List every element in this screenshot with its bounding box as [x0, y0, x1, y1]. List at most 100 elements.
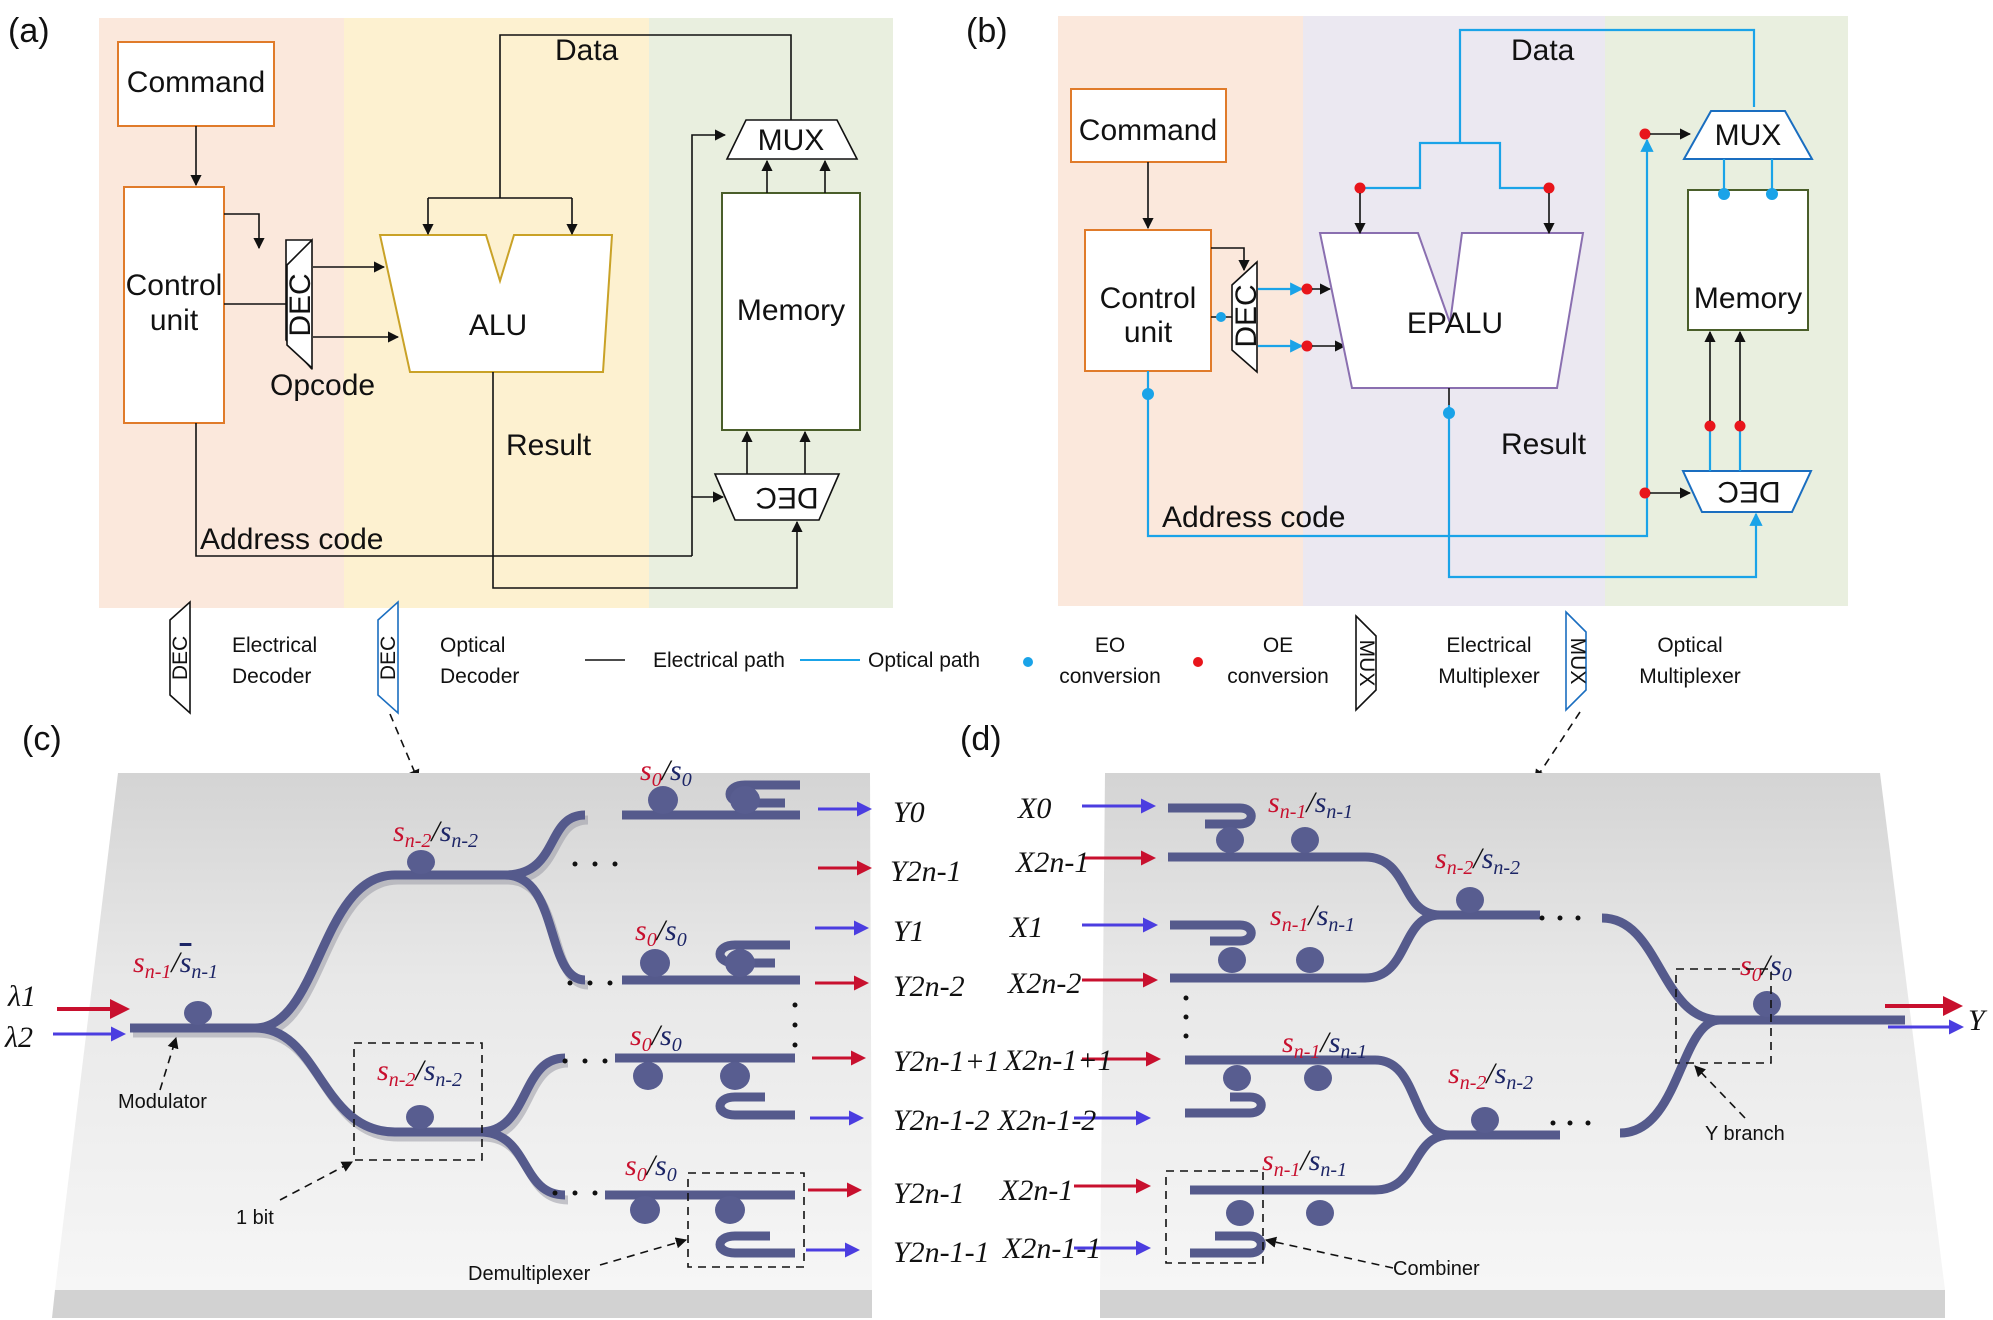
mem-decoder-shape	[713, 473, 841, 521]
memory-box	[1687, 189, 1809, 331]
oe-dot	[1639, 128, 1651, 140]
panel-a-label: (a)	[8, 12, 50, 50]
ring	[1456, 887, 1484, 913]
ellipsis-dots	[1183, 915, 1591, 1126]
legend-label: OE	[1263, 634, 1293, 657]
command-box	[1070, 88, 1227, 163]
eo-dot	[1718, 188, 1730, 200]
chip-slab-edge	[1100, 1290, 1945, 1318]
optical-decoder-icon	[377, 600, 399, 715]
opcode-decoder-label: DEC	[284, 273, 317, 336]
legend-label: Optical path	[868, 649, 980, 672]
legend-label: EO	[1095, 634, 1125, 657]
demultiplexer-label: Demultiplexer	[468, 1263, 591, 1285]
oe-dot	[1354, 182, 1366, 194]
address-code-label: Address code	[200, 523, 383, 556]
legend-label: Decoder	[232, 665, 311, 688]
ring-label: s0/s0	[1740, 949, 1792, 986]
opcode-decoder-label: DEC	[1230, 284, 1263, 347]
chip-slab	[1100, 773, 1945, 1290]
panel-c-label: (c)	[22, 720, 62, 758]
memory-label: Memory	[1694, 282, 1802, 315]
control-unit-label-2: unit	[150, 304, 199, 337]
output-label: Y1	[893, 915, 925, 948]
data-label: Data	[555, 34, 619, 67]
ring	[407, 850, 435, 874]
ring	[715, 1196, 745, 1224]
legend-label: Multiplexer	[1438, 665, 1540, 688]
ring	[1223, 1065, 1251, 1091]
ring-label: s0/s0	[625, 1149, 677, 1186]
legend-electrical-mux: MUX Electrical Multiplexer	[1355, 614, 1540, 712]
mux-shape	[725, 119, 859, 160]
ring	[1306, 1200, 1334, 1226]
eo-dot	[1216, 312, 1226, 322]
legend-glyph: MUX	[1355, 640, 1378, 687]
ellipsis-dots	[552, 861, 798, 1196]
ring	[1218, 947, 1246, 973]
ring-labels: sn-1/sn-1 sn-1/sn-1 sn-1/sn-1 sn-1/sn-1 …	[1262, 786, 1792, 1181]
ring-label: sn-2/sn-2	[1448, 1057, 1533, 1094]
ring	[630, 1196, 660, 1224]
input-label: X0	[1017, 792, 1051, 825]
panel-d: (d) sn-1/sn-1 sn-1/sn-1	[960, 720, 1988, 1318]
ring	[1304, 1065, 1332, 1091]
ring	[640, 949, 670, 977]
ring	[406, 1105, 434, 1129]
ring-label: sn-1/sn-1	[133, 946, 218, 983]
eo-dot	[1142, 388, 1154, 400]
input-label: X2n-2	[1007, 967, 1081, 1000]
legend: DEC Electrical Decoder DEC Optical Decod…	[169, 600, 1741, 782]
mux-label: MUX	[758, 124, 825, 157]
legend-glyph: DEC	[377, 636, 400, 680]
ring	[1216, 827, 1244, 853]
ring	[1291, 827, 1319, 853]
ring-label: sn-1/sn-1	[1262, 1144, 1347, 1181]
ring	[1226, 1200, 1254, 1226]
control-unit-label-1: Control	[126, 269, 223, 302]
modulator-label: Modulator	[118, 1091, 207, 1113]
output-label: Y2n-1-1	[893, 1236, 990, 1269]
ring-label: sn-2/sn-2	[393, 815, 478, 852]
ring-label: s0/s0	[635, 914, 687, 951]
ring	[648, 786, 678, 814]
command-label: Command	[1079, 114, 1217, 147]
electrical-decoder-icon	[169, 600, 191, 715]
legend-label: Electrical	[1446, 634, 1531, 657]
memory-box	[721, 192, 861, 431]
result-label: Result	[1501, 428, 1587, 461]
optical-mux-shape	[1682, 110, 1814, 160]
control-unit-label-2: unit	[1124, 316, 1173, 349]
chip-slab	[55, 773, 872, 1290]
oe-dot	[1704, 420, 1716, 432]
legend-oe: OE conversion	[1193, 634, 1329, 688]
input-label: X2n-1+1	[1003, 1044, 1113, 1077]
legend-optical-decoder: DEC Optical Decoder	[377, 600, 519, 715]
command-label: Command	[127, 66, 265, 99]
oe-dot	[1543, 182, 1555, 194]
output-label-y: Y	[1968, 1004, 1988, 1037]
panel-d-label: (d)	[960, 720, 1002, 758]
legend-glyph: DEC	[169, 636, 192, 680]
result-label: Result	[506, 429, 592, 462]
rings	[1216, 827, 1781, 1226]
outputs: Y0 Y2n-1 Y1 Y2n-2 Y2n-1+1 Y2n-1-2 Y2n-1 …	[806, 796, 1000, 1269]
control-unit-label-1: Control	[1100, 282, 1197, 315]
ring	[720, 1062, 750, 1090]
ring	[1471, 1107, 1499, 1133]
panel-b: (b) Command Control unit DEC EPALU Data …	[966, 12, 1848, 606]
output-label: Y0	[893, 796, 925, 829]
output-label: Y2n-1	[890, 855, 962, 888]
eo-dot-icon	[1023, 657, 1033, 667]
mem-decoder-label: DEC	[1717, 475, 1780, 508]
input-lambda1: λ1	[7, 980, 36, 1013]
rings	[184, 786, 760, 1224]
ring-label: s0/s0	[640, 754, 692, 791]
eo-dot	[1766, 188, 1778, 200]
ring-label: sn-1/sn-1	[1268, 786, 1353, 823]
ring-label: sn-2/sn-2	[1435, 842, 1520, 879]
data-label: Data	[1511, 34, 1575, 67]
legend-label: Optical	[440, 634, 505, 657]
waveguide-tree	[1168, 803, 1905, 1258]
chip-slab-edge	[52, 1290, 872, 1318]
